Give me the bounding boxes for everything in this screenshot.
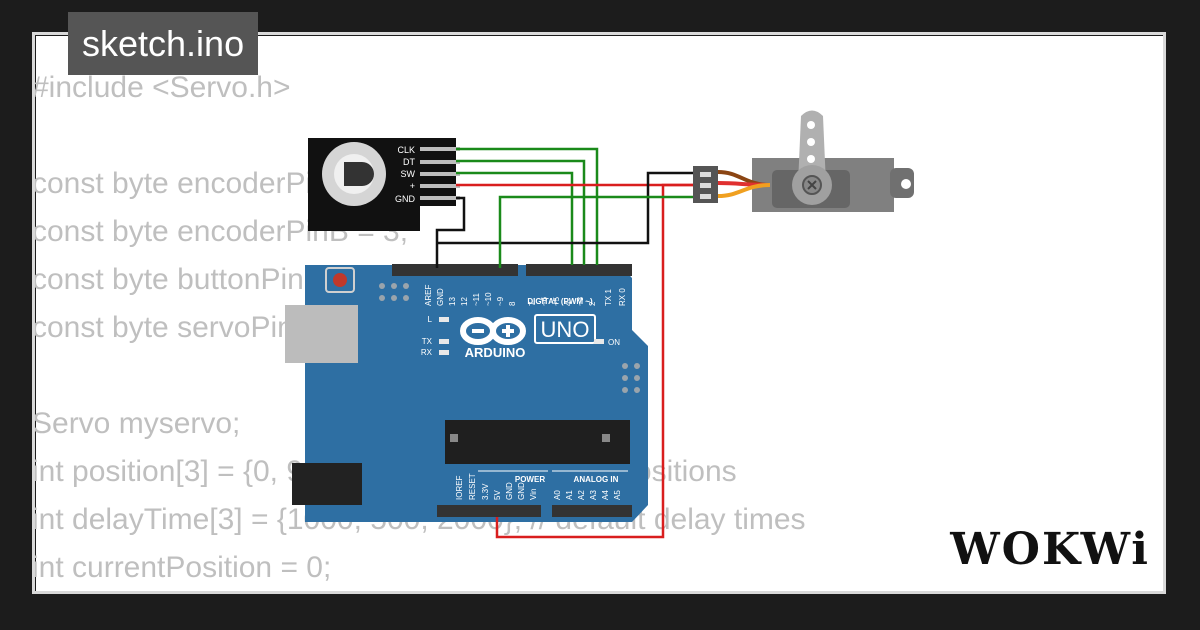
power-pin-label: GND [505, 482, 514, 500]
wire-encoder-gnd [435, 196, 466, 268]
code-line: Servo myservo; [32, 407, 241, 440]
uno-badge [534, 314, 596, 344]
reset-button[interactable] [333, 273, 347, 287]
led-rx-label: RX [421, 348, 433, 357]
led-tx [439, 339, 449, 344]
wires [435, 147, 693, 539]
pin-label-9: ~6 [540, 296, 549, 306]
atmega-chip [445, 420, 630, 464]
pin-label-6: ~9 [496, 296, 505, 306]
led-on [594, 339, 604, 344]
pin-label-3: 12 [460, 297, 469, 306]
led-on-label: ON [608, 338, 620, 347]
led-tx-label: TX [422, 337, 433, 346]
pin-label-10: ~5 [552, 296, 561, 306]
analog-pin-label: A4 [601, 490, 610, 500]
pin-label-4: ~11 [472, 292, 481, 306]
wire-sw [456, 171, 574, 265]
power-pin-label: IOREF [455, 475, 464, 500]
analog-pin-label: A5 [613, 490, 622, 500]
power-pin-label: 5V [493, 490, 502, 500]
code-line: const byte encoderPinB = 3; [32, 215, 409, 248]
power-pin-label: 3.3V [481, 483, 490, 500]
encoder-pin-label: GND [395, 194, 416, 204]
power-pin-label: Vin [529, 489, 538, 500]
code-line: int delayTime[3] = {1000, 500, 2000}; //… [32, 503, 806, 536]
led-rx [439, 350, 449, 355]
encoder-pin-label: + [410, 181, 415, 191]
uno-label: UNO [541, 317, 590, 342]
analog-header [552, 505, 632, 517]
analog-pin-label: A3 [589, 490, 598, 500]
encoder-pin-label: CLK [397, 145, 415, 155]
code-line: int currentPosition = 0; [32, 551, 332, 584]
code-line: #include <Servo.h> [32, 71, 291, 104]
rotary-encoder[interactable]: CLK DT SW + GND [308, 138, 460, 231]
pin-label-0: AREF [424, 285, 433, 306]
digital-header-right [526, 264, 632, 276]
encoder-pin-label: SW [401, 169, 416, 179]
pin-label-11: 4 [564, 301, 573, 306]
pin-label-1: GND [436, 288, 445, 306]
digital-header-left [392, 264, 518, 276]
pin-label-5: ~10 [484, 292, 493, 306]
analog-pin-label: A2 [577, 490, 586, 500]
power-pin-label: RESET [468, 473, 477, 500]
power-label: POWER [515, 475, 545, 484]
digital-pwm-label: DIGITAL (PWM ~) [527, 297, 593, 306]
encoder-pin-label: DT [403, 157, 415, 167]
wire-servo-5v [495, 183, 693, 539]
pin-label-7: 8 [508, 301, 517, 306]
pin-label-13: 2 [588, 301, 597, 306]
wire-servo-gnd [437, 171, 693, 245]
pin-label-12: ~3 [576, 296, 585, 306]
wire-clk [456, 147, 599, 265]
pin-label-14: TX 1 [604, 289, 613, 306]
arduino-infinity-logo [460, 317, 526, 345]
power-header [437, 505, 541, 517]
pin-label-15: RX 0 [618, 288, 627, 306]
led-l-label: L [428, 315, 433, 324]
power-jack [292, 463, 362, 505]
usb-port [285, 305, 358, 363]
analog-pin-label: A1 [565, 490, 574, 500]
servo-motor[interactable] [693, 110, 914, 213]
wokwi-logo: WOKWi [950, 524, 1150, 575]
arduino-brand-label: ARDUINO [465, 345, 526, 360]
filename-tab[interactable]: sketch.ino [68, 12, 259, 75]
reset-button-frame [325, 267, 355, 293]
wire-dt [456, 159, 586, 265]
led-l [439, 317, 449, 322]
pin-label-8: 7 [528, 301, 537, 306]
power-pin-label: GND [517, 482, 526, 500]
wire-servo-signal [498, 195, 693, 268]
analog-pin-label: A0 [553, 490, 562, 500]
pin-label-2: 13 [448, 297, 457, 306]
analog-in-label: ANALOG IN [574, 475, 619, 484]
